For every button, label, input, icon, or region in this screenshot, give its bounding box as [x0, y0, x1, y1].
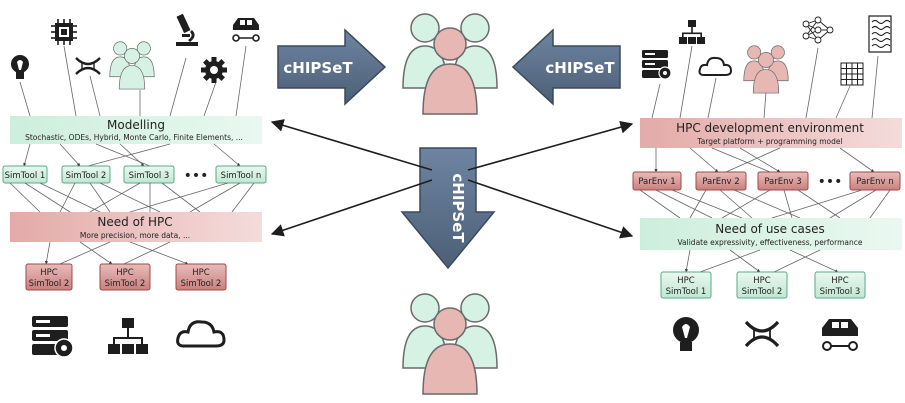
simtool-box-2: [61, 165, 111, 184]
people-icon: [109, 41, 155, 90]
need-use-cases-title: Need of use cases: [715, 222, 824, 236]
right-hpc-box-2-line1: HPC: [753, 276, 771, 286]
server-icon: [32, 316, 74, 358]
right-bottom-connectors: [684, 249, 839, 273]
simtool-label-n: SimTool n: [221, 171, 262, 181]
left-hpc-box-2-line2: SimTool 2: [105, 279, 146, 289]
diagonal-arrows: [270, 119, 634, 239]
gear-icon: [201, 57, 227, 83]
left-hpc-box-2: [99, 263, 151, 291]
right-hpc-box-3-line2: SimTool 3: [820, 287, 861, 297]
people-icon: [743, 45, 789, 94]
arrow-to-need-hpc: [270, 179, 433, 237]
central-people-top-icon: [402, 13, 498, 115]
left-mid-connectors: [23, 143, 241, 167]
right-hpc-box-1-line2: SimTool 1: [666, 287, 707, 297]
car-icon: [232, 18, 260, 42]
chipset-arrow-left-label: cHIPSeT: [283, 59, 353, 77]
right-hpc-box-2: [736, 271, 788, 299]
left-bottom-connectors: [44, 241, 189, 265]
parenv-label-3: ParEnv 3: [764, 177, 801, 187]
server-icon: [642, 50, 672, 80]
left-top-connectors: [19, 45, 247, 117]
need-hpc-subtitle: More precision, more data, ...: [80, 231, 190, 240]
simtool-label-1: SimTool 1: [5, 171, 46, 181]
right-hpc-boxes: HPC SimTool 1 HPC SimTool 2 HPC SimTool …: [660, 271, 866, 299]
left-bottom-icons: [32, 316, 226, 358]
left-hpc-box-1-line2: SimTool 2: [29, 279, 70, 289]
left-hpc-box-2-line1: HPC: [116, 268, 134, 278]
chipset-arrow-left: cHIPSeT: [277, 28, 387, 106]
arrow-to-hpc-dev: [467, 120, 634, 171]
simtool-box-n: [215, 165, 267, 184]
left-hpc-box-1-line1: HPC: [40, 268, 58, 278]
parenv-box-2: [695, 171, 747, 191]
modelling-subtitle: Stochastic, ODEs, Hybrid, Monte Carlo, F…: [25, 133, 243, 142]
network-icon: [679, 20, 705, 44]
parenv-label-n: ParEnv n: [856, 177, 893, 187]
need-use-cases-subtitle: Validate expressivity, effectiveness, pe…: [678, 238, 863, 247]
network-icon: [108, 318, 148, 354]
dataflow-icon: [868, 15, 892, 53]
right-top-icons: [642, 15, 892, 94]
parenv-label-1: ParEnv 1: [638, 177, 675, 187]
parenv-ellipsis: •••: [818, 174, 843, 190]
lightbulb-icon: [673, 317, 699, 351]
left-hpc-box-3-line1: HPC: [192, 268, 210, 278]
left-top-icons: [11, 13, 260, 90]
right-hpc-box-1-line1: HPC: [677, 276, 695, 286]
right-mid-connectors: [654, 147, 875, 173]
right-parenvs: ParEnv 1 ParEnv 2 ParEnv 3 ••• ParEnv n: [632, 171, 901, 191]
left-hpc-box-1: [25, 263, 73, 291]
left-hpc-box-3: [175, 263, 227, 291]
grid-icon: [840, 62, 864, 86]
parenv-box-1: [632, 171, 682, 191]
hpc-dev-env-title: HPC development environment: [676, 121, 864, 135]
right-fan-connectors: [639, 189, 891, 219]
need-use-cases-bar: Need of use cases Validate expressivity,…: [640, 218, 902, 250]
chipset-arrow-right-label: cHIPSeT: [545, 59, 615, 77]
dna-icon: [744, 320, 780, 348]
cloud-icon: [698, 56, 733, 76]
right-bottom-icons: [673, 317, 858, 351]
left-hpc-boxes: HPC SimTool 2 HPC SimTool 2 HPC SimTool …: [25, 263, 227, 291]
hpc-dev-env-bar: HPC development environment Target platf…: [640, 118, 902, 148]
parenv-label-2: ParEnv 2: [702, 177, 739, 187]
neural-net-icon: [802, 16, 834, 44]
chip-icon: [51, 19, 77, 45]
right-hpc-box-3: [814, 271, 866, 299]
right-hpc-box-1: [660, 271, 712, 299]
parenv-box-n: [849, 171, 901, 191]
cloud-icon: [176, 320, 226, 348]
need-hpc-bar: Need of HPC More precision, more data, .…: [10, 212, 262, 242]
car-icon: [822, 319, 858, 351]
modelling-title: Modelling: [107, 118, 165, 132]
hpc-dev-env-subtitle: Target platform + programming model: [696, 137, 842, 146]
left-fan-connectors: [9, 182, 255, 213]
arrow-to-need-use-cases: [467, 179, 634, 239]
lightbulb-icon: [11, 55, 29, 79]
simtool-label-3: SimTool 3: [129, 171, 170, 181]
chipset-arrow-down: cHIPSeT: [400, 147, 496, 270]
need-hpc-title: Need of HPC: [97, 215, 172, 229]
left-simtools: SimTool 1 SimTool 2 SimTool 3 ••• SimToo…: [2, 165, 267, 184]
modelling-bar: Modelling Stochastic, ODEs, Hybrid, Mont…: [10, 116, 262, 144]
left-hpc-box-3-line2: SimTool 2: [181, 279, 222, 289]
simtool-ellipsis: •••: [184, 168, 209, 184]
right-hpc-box-3-line1: HPC: [831, 276, 849, 286]
right-top-connectors: [651, 45, 879, 119]
central-people-bottom-icon: [402, 293, 498, 395]
arrow-to-modelling: [270, 119, 433, 171]
simtool-label-2: SimTool 2: [66, 171, 107, 181]
dna-icon: [75, 57, 101, 75]
microscope-icon: [176, 13, 198, 46]
parenv-box-3: [757, 171, 809, 191]
simtool-box-3: [123, 165, 175, 184]
right-hpc-box-2-line2: SimTool 2: [742, 287, 783, 297]
chipset-arrow-down-label: cHIPSeT: [449, 173, 467, 243]
chipset-arrow-right: cHIPSeT: [511, 28, 621, 106]
